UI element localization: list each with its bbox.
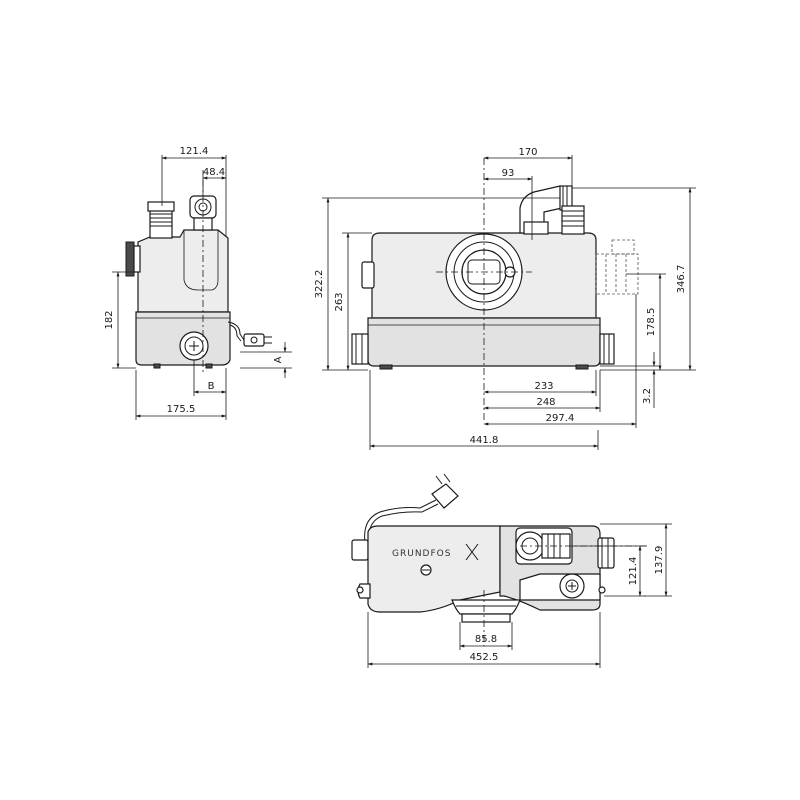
dim-top-85-8: 85.8 — [475, 634, 497, 645]
top-housing — [367, 525, 501, 613]
dim-front-297-4: 297.4 — [546, 413, 575, 424]
dim-side-b: B — [208, 381, 215, 392]
dim-front-322-2: 322.2 — [314, 270, 325, 299]
dim-front-263: 263 — [334, 292, 345, 311]
top-rear-inlet — [519, 573, 601, 601]
side-view: 121.4 48.4 182 A B 175.5 — [104, 146, 292, 420]
top-power-plug — [431, 473, 459, 509]
dim-side-182: 182 — [104, 310, 115, 329]
dim-side-121-4: 121.4 — [180, 146, 209, 157]
top-right-inlet — [597, 537, 615, 569]
dim-front-170: 170 — [518, 147, 537, 158]
top-brand-x-icon — [465, 543, 479, 561]
dim-side-a: A — [273, 356, 284, 363]
side-inlet-port — [179, 331, 209, 361]
dim-front-441-8: 441.8 — [470, 435, 499, 446]
side-outlet-pipe — [147, 201, 175, 239]
top-view: GRUNDFOS — [351, 473, 672, 668]
dim-side-175-5: 175.5 — [167, 404, 196, 415]
side-vent-disk — [125, 241, 135, 277]
front-rear-inlet-hidden — [595, 239, 639, 295]
top-bottom-inlet — [451, 599, 521, 615]
dim-side-48-4: 48.4 — [203, 167, 225, 178]
dim-top-452-5: 452.5 — [470, 652, 499, 663]
dim-front-233: 233 — [534, 381, 553, 392]
dim-front-178-5: 178.5 — [646, 308, 657, 337]
front-left-inlet — [351, 333, 369, 365]
dim-front-93: 93 — [502, 168, 515, 179]
dim-front-248: 248 — [536, 397, 555, 408]
side-outlet-elbow — [189, 195, 217, 231]
top-brand-logo-text: GRUNDFOS — [392, 549, 451, 559]
front-outlet-ribbed — [561, 205, 585, 235]
front-view: 170 93 322.2 263 346.7 178.5 3.2 233 248 — [314, 147, 696, 450]
front-right-inlet — [599, 333, 615, 365]
dim-top-121-4: 121.4 — [628, 557, 639, 586]
dim-front-346-7: 346.7 — [676, 265, 687, 294]
dim-front-3-2: 3.2 — [642, 388, 653, 404]
dim-top-137-9: 137.9 — [654, 546, 665, 575]
side-power-plug — [243, 333, 272, 347]
side-upper-housing — [137, 229, 229, 313]
top-power-cable — [364, 499, 437, 549]
